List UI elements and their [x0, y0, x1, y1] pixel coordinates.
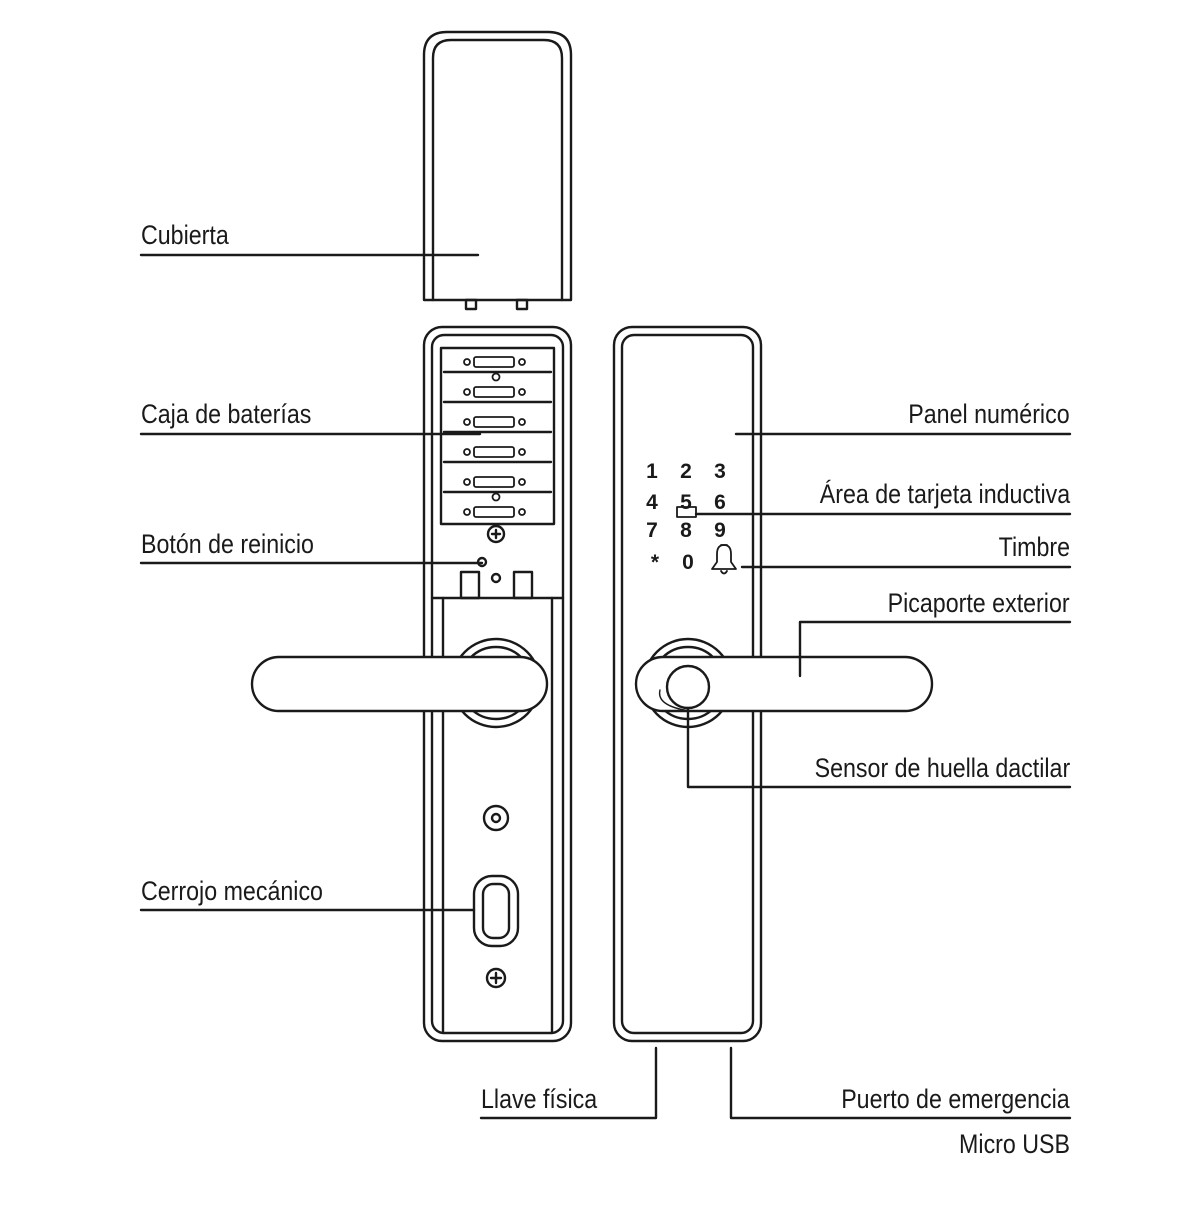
keypad: 1 2 3 4 5 6 7 8 9 * 0	[646, 460, 726, 574]
gear-icon	[482, 804, 510, 832]
key-1[interactable]: 1	[646, 460, 658, 483]
exterior-handle[interactable]	[634, 637, 934, 729]
card-reader-icon	[676, 506, 697, 518]
label-picaporte: Picaporte exterior	[888, 588, 1070, 618]
key-6[interactable]: 6	[714, 491, 726, 514]
leader-picaporte	[798, 620, 1072, 678]
mechanical-bolt[interactable]	[472, 874, 520, 948]
key-0[interactable]: 0	[682, 551, 694, 574]
key-5[interactable]: 5	[680, 491, 692, 514]
key-2[interactable]: 2	[680, 460, 692, 483]
leader-llave	[479, 1046, 658, 1120]
label-tarjeta-inductiva: Área de tarjeta inductiva	[819, 479, 1070, 509]
inner-handle	[250, 637, 549, 729]
bell-icon[interactable]	[711, 544, 737, 575]
label-sensor-huella: Sensor de huella dactilar	[814, 753, 1070, 783]
label-timbre: Timbre	[998, 532, 1070, 562]
label-panel-numerico: Panel numérico	[908, 399, 1070, 429]
label-caja-baterias: Caja de baterías	[141, 399, 312, 429]
leader-lines	[139, 253, 1072, 1120]
key-9[interactable]: 9	[714, 519, 726, 542]
label-puerto-emergencia: Puerto de emergencia	[841, 1084, 1070, 1114]
leader-usb	[729, 1046, 1072, 1120]
label-cerrojo: Cerrojo mecánico	[141, 876, 323, 906]
label-micro-usb: Micro USB	[959, 1129, 1070, 1159]
key-star[interactable]: *	[651, 551, 660, 574]
key-8[interactable]: 8	[680, 519, 692, 542]
leader-huella	[686, 706, 1072, 789]
inner-panel	[250, 325, 573, 1043]
battery-cells	[463, 356, 526, 518]
fingerprint-sensor[interactable]	[665, 664, 711, 710]
key-3[interactable]: 3	[714, 460, 726, 483]
cover-part	[422, 30, 573, 311]
key-4[interactable]: 4	[646, 491, 658, 514]
key-7[interactable]: 7	[646, 519, 658, 542]
label-boton-reinicio: Botón de reinicio	[141, 529, 314, 559]
battery-box	[439, 346, 556, 526]
label-cubierta: Cubierta	[141, 220, 229, 250]
outer-panel	[612, 325, 934, 1043]
label-llave-fisica: Llave física	[481, 1084, 598, 1114]
battery-row	[442, 370, 553, 494]
